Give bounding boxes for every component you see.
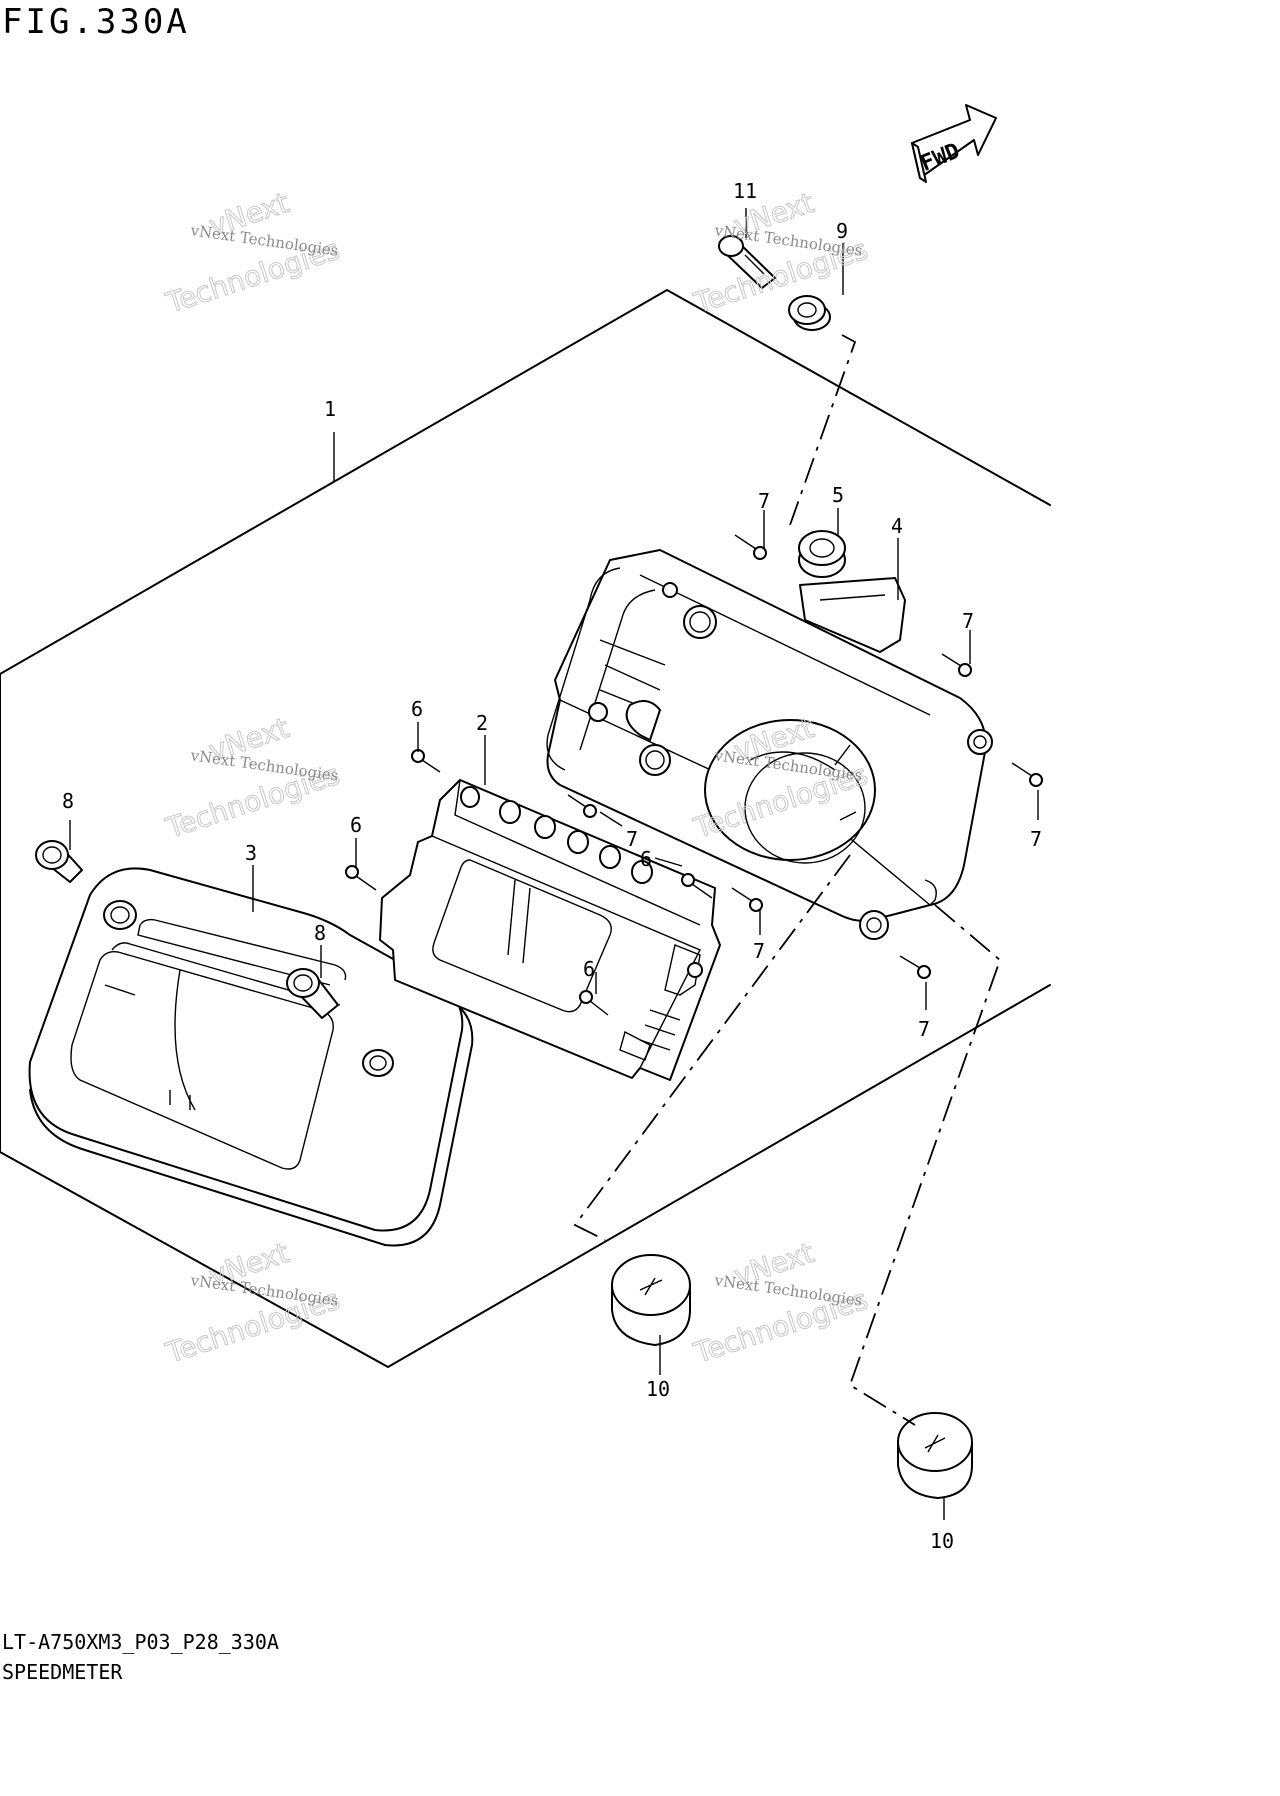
- assembly-outline: [0, 289, 1051, 1368]
- leader-lines: [69, 208, 1039, 1520]
- figure-code: LT-A750XM3_P03_P28_330A: [2, 1630, 279, 1654]
- centerline-case-to-socket-right: [848, 904, 1002, 1426]
- callout-7-right: 7: [962, 609, 974, 633]
- watermark-mid-left: vNext Technologies vNext Technologies: [161, 711, 344, 846]
- screw-6-low: [579, 990, 609, 1016]
- small-screws: [345, 534, 1043, 1016]
- centerline-board-to-socket-left: [573, 854, 851, 1241]
- callout-4: 4: [891, 514, 903, 538]
- screw-7-low: [731, 887, 763, 912]
- part-5-grommet: [798, 530, 846, 578]
- callout-11: 11: [733, 179, 757, 203]
- figure-name: SPEEDMETER: [2, 1660, 123, 1684]
- svg-text:vNext Technologies: vNext Technologies: [189, 221, 340, 260]
- callout-9: 9: [836, 219, 848, 243]
- callout-7-far: 7: [1030, 827, 1042, 851]
- callout-10-right: 10: [930, 1529, 954, 1553]
- watermark-top-right: vNext Technologies vNext Technologies: [689, 186, 872, 321]
- callout-8-left: 8: [62, 789, 74, 813]
- callout-7-bottom: 7: [918, 1017, 930, 1041]
- callout-7-low: 7: [753, 939, 765, 963]
- screw-7-bottom: [899, 955, 931, 979]
- screw-7-top: [734, 534, 767, 560]
- part-8-screw-right: [286, 968, 339, 1019]
- watermark-top-left: vNext Technologies vNext Technologies: [161, 186, 344, 321]
- callout-6-top: 6: [411, 697, 423, 721]
- callout-6-low: 6: [583, 957, 595, 981]
- part-2-meter-board: [379, 779, 721, 1081]
- svg-text:vNext Technologies: vNext Technologies: [189, 746, 340, 785]
- callout-10-left: 10: [646, 1377, 670, 1401]
- callouts: 1 2 3 4 5 6 6 6 6 7 7 7 7 7 7 8 8 9 10 1…: [62, 179, 1042, 1553]
- part-9-grommet: [788, 295, 831, 331]
- screw-7-mid: [567, 794, 597, 818]
- callout-8-right: 8: [314, 921, 326, 945]
- part-11-bolt: [718, 235, 776, 289]
- callout-7-mid: 7: [626, 827, 638, 851]
- part-10-socket-right: [897, 1412, 973, 1499]
- callout-6-left: 6: [350, 813, 362, 837]
- callout-1: 1: [324, 397, 336, 421]
- screw-6-top: [411, 749, 441, 773]
- callout-7-top: 7: [758, 489, 770, 513]
- callout-2: 2: [476, 711, 488, 735]
- svg-text:vNext Technologies: vNext Technologies: [189, 1271, 340, 1310]
- screw-7-right: [941, 653, 972, 677]
- callout-6-mid: 6: [640, 847, 652, 871]
- part-4-meter-case: [546, 549, 993, 940]
- figure-title: FIG.330A: [2, 2, 190, 42]
- part-3-bezel: [28, 867, 474, 1247]
- callout-3: 3: [245, 841, 257, 865]
- screw-6-mid: [681, 873, 713, 899]
- part-8-screw-left: [35, 840, 83, 883]
- centerline-9-to-5: [789, 334, 857, 526]
- screw-6-left: [345, 865, 377, 891]
- part-10-socket-left: [611, 1254, 691, 1346]
- callout-5: 5: [832, 483, 844, 507]
- fwd-arrow-badge: FWD: [911, 104, 997, 183]
- screw-7-far: [1011, 762, 1043, 787]
- watermark-bottom-right: vNext Technologies vNext Technologies: [689, 1236, 872, 1371]
